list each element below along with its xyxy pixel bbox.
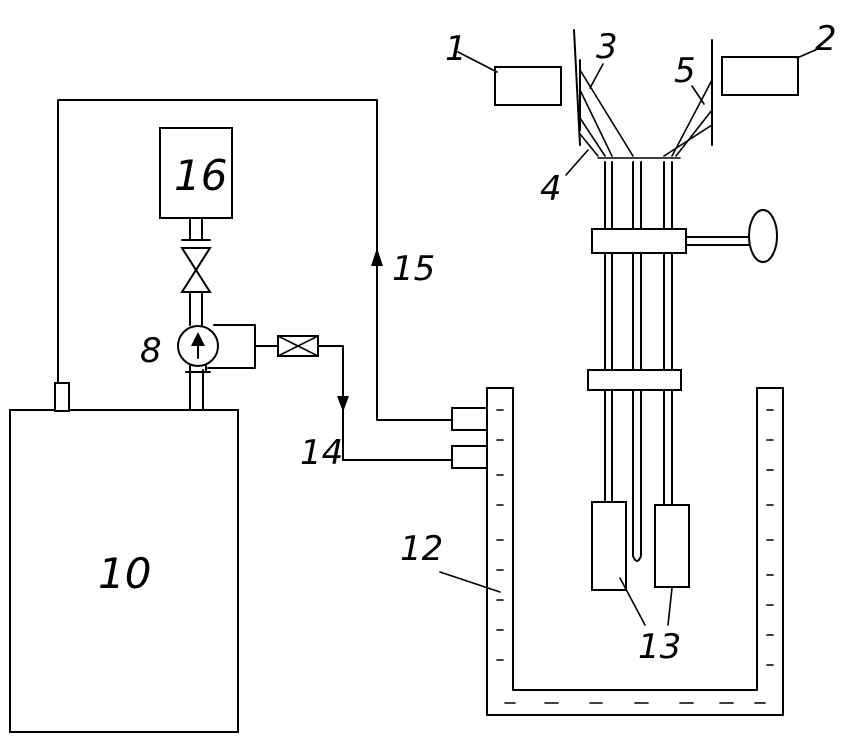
unit-1 [494,66,562,106]
label-15: 15 [392,249,435,289]
bath-12 [451,387,784,716]
leader-4 [565,149,589,176]
label-3: 3 [596,27,618,67]
leader-2 [796,47,821,59]
optics [494,29,799,157]
leader-1 [457,51,498,73]
label-10: 10 [98,549,151,598]
label-1: 1 [445,29,467,69]
label-5: 5 [674,51,696,91]
filter [277,335,319,357]
tank-10 [9,369,239,733]
pump-8 [177,324,279,373]
label-14: 14 [300,433,343,473]
label-2: 2 [815,19,837,59]
return-line-15 [57,99,456,421]
label-4: 4 [540,169,562,209]
vessel-16 [159,127,233,241]
feed-line-14 [317,345,456,461]
electrode-assembly [587,157,778,591]
label-12: 12 [400,529,443,569]
leader-5 [691,85,705,105]
leader-13a [619,577,646,626]
leader-3 [589,63,604,89]
leader-13b [667,587,673,626]
unit-2 [721,56,799,96]
leader-12 [439,571,501,593]
label-8: 8 [140,331,162,371]
valve [180,247,212,326]
label-16: 16 [174,151,227,200]
label-13: 13 [638,627,681,667]
